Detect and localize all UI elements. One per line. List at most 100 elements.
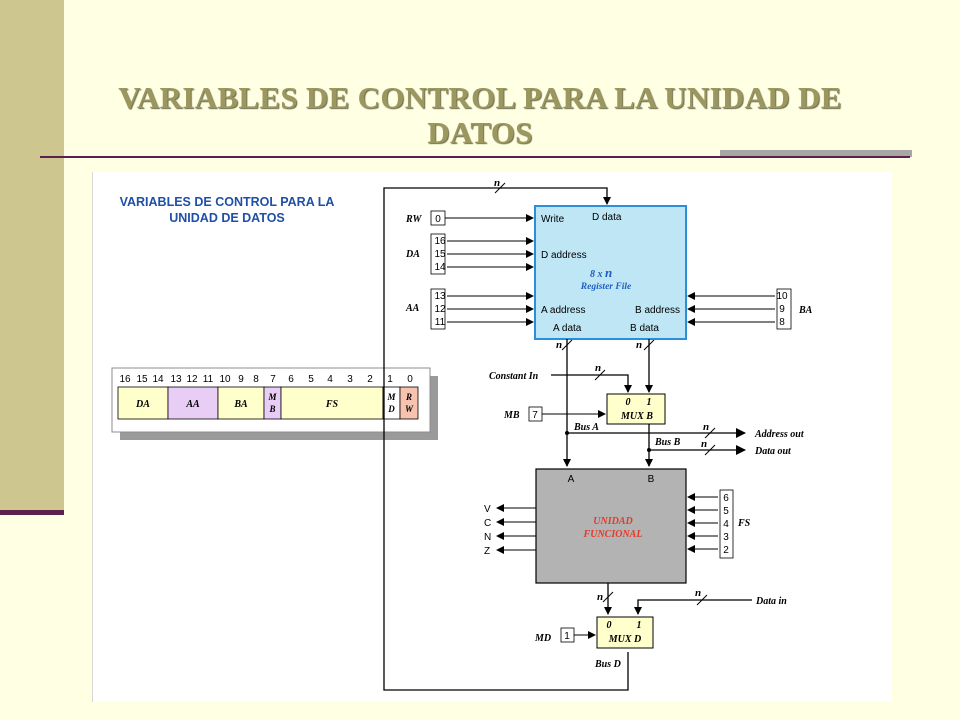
- functional-unit-title-line-2: FUNCIONAL: [583, 529, 643, 540]
- functional-unit-input-b: B: [648, 474, 655, 485]
- field-fs: [280, 386, 384, 420]
- bit-number: 1: [387, 374, 393, 385]
- title-rule-grey: [720, 150, 912, 157]
- bit-number: 0: [407, 374, 413, 385]
- field-rw: [399, 386, 419, 420]
- ba-bits-box: [776, 288, 792, 330]
- data-in-width-n: n: [695, 587, 701, 599]
- data-out-junction: [647, 448, 651, 452]
- data-out-label: Data out: [754, 446, 792, 457]
- functional-unit-title-line-1: UNIDAD: [593, 516, 632, 527]
- field-aa-label: AA: [185, 399, 200, 410]
- data-in-width-slash: [696, 594, 708, 606]
- ba-bit: 8: [779, 317, 785, 328]
- bus-a-label: Bus A: [573, 422, 599, 433]
- control-word: 16 15 14 13 12 11 10 9 8 7 6 5 4 3 2 1 0…: [111, 367, 438, 440]
- field-rw-label-top: R: [405, 392, 412, 402]
- mux-b-input-0: 0: [626, 397, 631, 408]
- bit-number: 3: [347, 374, 353, 385]
- mb-bit: 7: [532, 410, 538, 421]
- mux-d: [596, 616, 654, 649]
- b-data-width-slash: [643, 339, 655, 351]
- mux-b: [606, 393, 666, 425]
- status-flag-n: N: [484, 532, 491, 543]
- mux-b-input-1: 1: [647, 397, 652, 408]
- aa-bit: 11: [435, 317, 446, 328]
- aa-bit: 13: [434, 291, 446, 302]
- constant-in-wire: [551, 374, 632, 393]
- b-data-width-n: n: [636, 339, 642, 351]
- register-b-data-port: B data: [630, 323, 659, 334]
- bit-number: 14: [152, 374, 164, 385]
- register-file-size: 8 x n: [590, 265, 612, 280]
- field-mb-label-top: M: [267, 392, 277, 402]
- field-rw-label-bottom: W: [405, 404, 414, 414]
- address-out-label: Address out: [754, 429, 805, 440]
- da-label: DA: [405, 249, 420, 260]
- function-output-width-slash: [602, 591, 614, 603]
- field-aa: [167, 386, 219, 420]
- status-flag-z: Z: [484, 546, 490, 557]
- field-ba: [217, 386, 265, 420]
- bit-number: 5: [308, 374, 314, 385]
- figure-heading-line-2: UNIDAD DE DATOS: [169, 211, 285, 225]
- fs-label: FS: [737, 518, 751, 529]
- field-da-label: DA: [135, 399, 150, 410]
- slide-title-line-1: VARIABLES DE CONTROL PARA LA UNIDAD DE: [118, 80, 842, 115]
- slide-title: VARIABLES DE CONTROL PARA LA UNIDAD DE D…: [90, 80, 870, 150]
- figure-left-edge: [92, 172, 93, 702]
- register-write-port: Write: [541, 214, 565, 225]
- data-out-width-n: n: [701, 438, 707, 450]
- ba-bit: 10: [776, 291, 788, 302]
- fs-bit: 6: [723, 493, 729, 504]
- fs-bit: 2: [723, 545, 729, 556]
- da-bit: 15: [434, 249, 446, 260]
- field-da: [117, 386, 169, 420]
- constant-in-width-n: n: [595, 362, 601, 374]
- bit-number: 6: [288, 374, 294, 385]
- md-label: MD: [534, 633, 551, 644]
- data-in-wire: [634, 599, 752, 615]
- constant-in-label: Constant In: [489, 371, 539, 382]
- rw-bit: 0: [435, 214, 441, 225]
- da-bit: 14: [434, 262, 446, 273]
- fs-bit: 5: [723, 506, 729, 517]
- aa-label: AA: [405, 303, 420, 314]
- field-md-label-bottom: D: [387, 404, 395, 414]
- status-flag-v: V: [484, 504, 491, 515]
- bit-number: 4: [327, 374, 333, 385]
- ba-bit: 9: [779, 304, 785, 315]
- bit-number: 15: [136, 374, 148, 385]
- register-file: [534, 205, 687, 340]
- bus-d-width-slash: [494, 182, 506, 194]
- register-d-address-port: D address: [541, 250, 587, 261]
- bit-number: 10: [219, 374, 231, 385]
- bus-a-width-n: n: [556, 339, 562, 351]
- register-b-address-port: B address: [635, 305, 680, 316]
- figure-heading-line-1: VARIABLES DE CONTROL PARA LA: [120, 195, 335, 209]
- register-a-address-port: A address: [541, 305, 585, 316]
- mb-label: MB: [503, 410, 520, 421]
- fs-bit: 4: [723, 519, 729, 530]
- bit-number: 8: [253, 374, 259, 385]
- bus-d-width-n: n: [494, 177, 500, 189]
- data-out-width-slash: [704, 444, 716, 456]
- bit-number: 9: [238, 374, 244, 385]
- functional-unit: [535, 468, 687, 584]
- functional-unit-input-a: A: [568, 474, 575, 485]
- left-decorative-bar: [0, 0, 64, 510]
- field-mb-label-bottom: B: [268, 404, 275, 414]
- data-in-label: Data in: [755, 596, 787, 607]
- field-ba-label: BA: [233, 399, 248, 410]
- mux-d-input-1: 1: [637, 620, 642, 631]
- md-bit: 1: [564, 631, 570, 642]
- mux-b-label: MUX B: [620, 411, 653, 422]
- mux-d-input-0: 0: [607, 620, 612, 631]
- rw-label: RW: [405, 214, 422, 225]
- bit-number: 16: [119, 374, 131, 385]
- bit-number: 11: [203, 374, 214, 385]
- bit-number: 12: [186, 374, 198, 385]
- aa-bits-box: [430, 288, 446, 330]
- ba-label: BA: [798, 305, 813, 316]
